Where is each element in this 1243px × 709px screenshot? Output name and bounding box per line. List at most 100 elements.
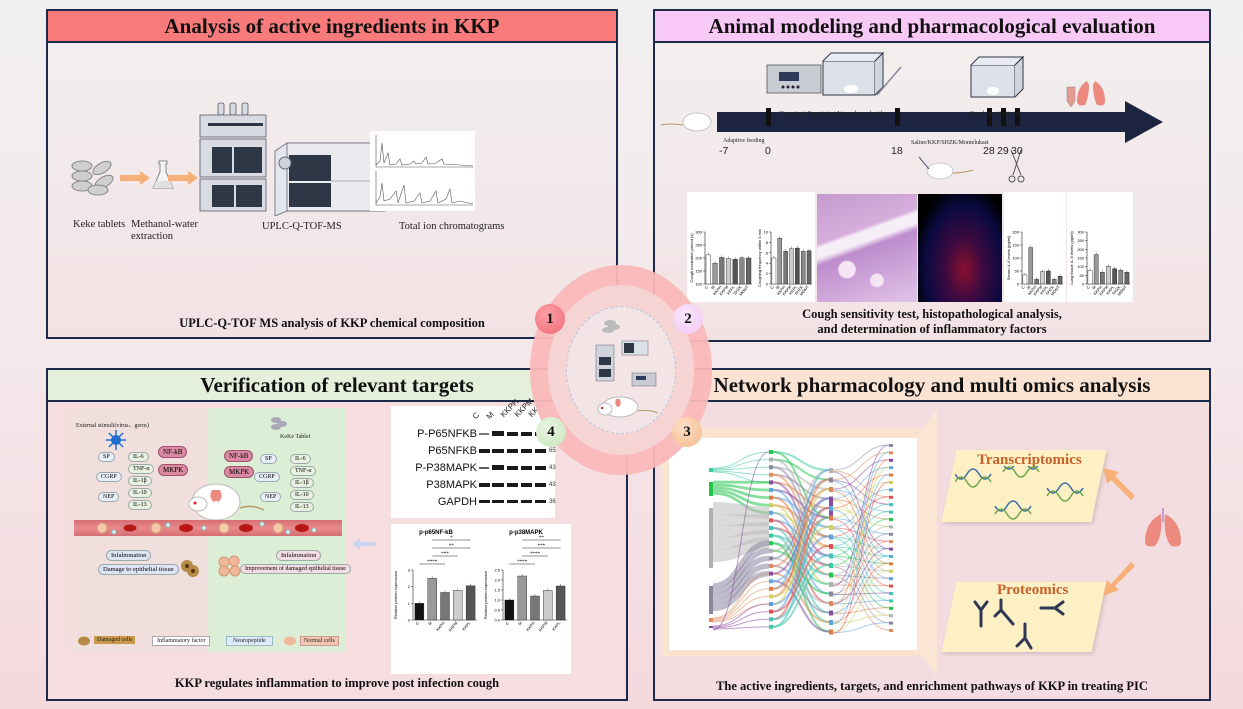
bar <box>427 578 437 621</box>
sankey-link <box>832 466 890 499</box>
bar <box>777 238 783 285</box>
nfkb-node-right: NF-kB <box>224 450 254 462</box>
sankey-node <box>889 503 893 507</box>
panel-caption: UPLC-Q-TOF MS analysis of KKP chemical c… <box>179 316 485 330</box>
x-tick-label: KKPH <box>776 284 787 296</box>
sankey-node <box>889 621 893 625</box>
uplc-instrument-icon <box>199 102 267 212</box>
sankey-node <box>889 599 893 603</box>
tablet-label: KeKe Tablet <box>280 434 311 440</box>
panel-network-pharmacology: Network pharmacology and multi omics ana… <box>653 368 1211 701</box>
nfkb-node-left: NF-kB <box>158 446 188 458</box>
x-tick-label: KKPM <box>718 284 729 296</box>
bar <box>795 247 800 285</box>
lungs-icon <box>1077 81 1105 106</box>
sankey-link <box>832 471 890 550</box>
kd-label: 36 <box>549 499 556 505</box>
y-axis-label: Lung tissue IL-6 levels (pg/ml) <box>1069 231 1074 285</box>
sankey-node <box>829 601 833 606</box>
y-tick-label: 6 <box>766 250 769 255</box>
y-tick-label: 2 <box>766 271 769 276</box>
bar <box>1106 266 1111 285</box>
section-badge-1[interactable]: 1 <box>535 304 565 334</box>
sankey-node <box>889 444 893 447</box>
x-tick-label: M <box>775 284 781 290</box>
panel-title: Animal modeling and pharmacological eval… <box>655 11 1209 43</box>
x-tick-label: M <box>427 620 433 626</box>
damage-epithelial: Damage to epithelial tissue <box>98 564 179 575</box>
nep-node: NEP <box>98 492 120 502</box>
sankey-link <box>712 580 770 620</box>
chromatogram-icon <box>370 131 475 211</box>
sankey-link <box>832 499 890 520</box>
x-tick-label: C <box>414 620 420 626</box>
bar <box>806 250 812 285</box>
step-label-extraction: Methanol-water extraction <box>131 219 199 242</box>
timeline-tick: -7 <box>719 145 729 157</box>
mass-spectrometer-icon <box>274 142 386 216</box>
bar <box>789 248 794 285</box>
il13-node: IL-13 <box>290 502 314 512</box>
sankey-link <box>832 481 890 634</box>
antibody-icons <box>973 598 1065 650</box>
y-tick-label: 300 <box>695 230 702 235</box>
bar <box>1112 268 1117 285</box>
sankey-link <box>772 451 830 519</box>
x-tick-label: MONT <box>1049 284 1061 297</box>
sankey-node <box>769 602 773 606</box>
bar <box>440 592 450 621</box>
sankey-node <box>709 586 713 614</box>
sankey-link <box>712 483 770 492</box>
x-tick-label: SHZK <box>1111 284 1122 296</box>
sankey-node <box>829 515 833 521</box>
sankey-node <box>889 569 893 573</box>
lane-label: M <box>484 409 496 421</box>
bar <box>1028 247 1034 285</box>
sankey-node <box>889 614 893 618</box>
sankey-link <box>832 528 890 594</box>
sankey-node <box>829 525 833 530</box>
panel-animal-modeling: Animal modeling and pharmacological eval… <box>653 9 1211 342</box>
sankey-link <box>832 489 890 513</box>
x-tick-label: KKPM <box>537 620 548 632</box>
section-badge-3[interactable]: 3 <box>672 417 702 447</box>
sankey-link <box>772 478 830 598</box>
sankey-node <box>769 564 773 568</box>
section-badge-2[interactable]: 2 <box>673 304 703 334</box>
y-tick-label: 1.5 <box>494 588 500 593</box>
bar <box>1093 254 1099 285</box>
sankey-node <box>889 488 893 492</box>
step-label-chromatograms: Total ion chromatograms <box>399 221 505 232</box>
bar <box>1057 275 1063 285</box>
bar <box>1040 271 1045 285</box>
x-tick-label: C <box>1020 284 1026 290</box>
mouse-icon <box>188 483 265 521</box>
sankey-link <box>712 555 770 600</box>
y-tick-label: 10 <box>764 230 769 235</box>
sankey-node <box>829 534 833 540</box>
sankey-node <box>769 548 773 553</box>
sankey-node <box>769 457 773 462</box>
sankey-link <box>832 451 890 596</box>
panel-title: Network pharmacology and multi omics ana… <box>655 370 1209 402</box>
section-badge-4[interactable]: 4 <box>536 417 566 447</box>
x-tick-label: KKPM <box>1098 284 1109 296</box>
arrow-left-icon <box>352 538 376 550</box>
x-tick-label: C <box>769 284 775 290</box>
sankey-node <box>889 458 893 462</box>
legend-normal-cell-icon <box>284 636 296 646</box>
x-tick-label: KKPM <box>447 620 458 632</box>
y-tick-label: 2.5 <box>494 568 500 573</box>
sankey-node <box>889 525 893 529</box>
x-tick-label: KKPH <box>1092 284 1103 296</box>
sankey-node <box>769 526 773 530</box>
x-tick-label: M <box>517 620 523 626</box>
timeline-tick: 0 <box>765 145 771 157</box>
sankey-link <box>832 474 890 625</box>
x-tick-label: KKPH <box>525 620 536 632</box>
bar <box>1087 270 1093 285</box>
sankey-link <box>712 618 770 629</box>
bar <box>725 258 732 285</box>
sankey-node <box>769 624 773 629</box>
sp-node: SP <box>98 452 115 462</box>
